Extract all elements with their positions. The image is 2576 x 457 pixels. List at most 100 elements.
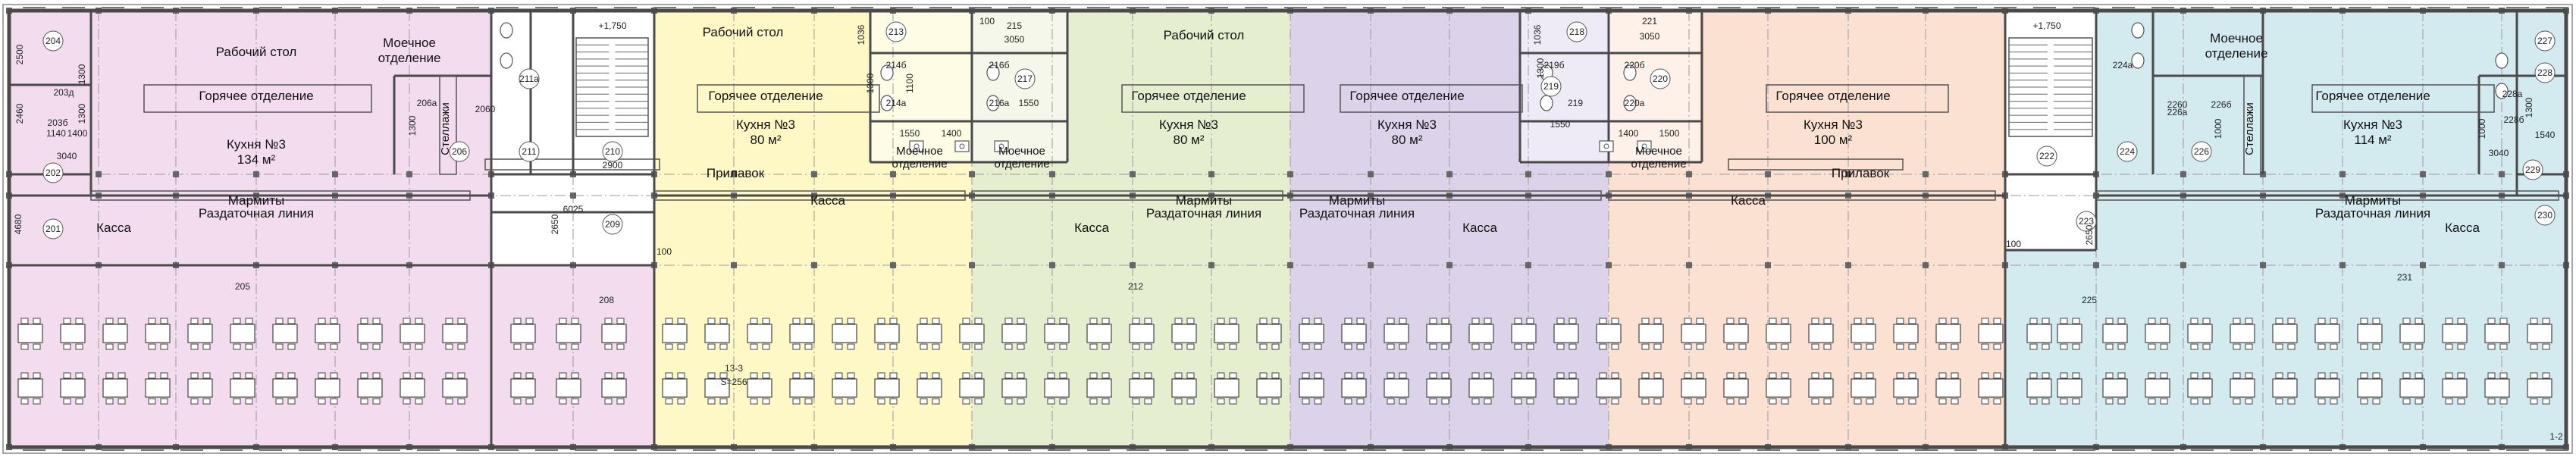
chair [1568, 318, 1577, 324]
chair [762, 372, 770, 379]
chair [287, 372, 296, 379]
chair [1302, 398, 1310, 405]
chair [1344, 398, 1352, 405]
chair [1387, 398, 1395, 405]
work-table [1766, 84, 1949, 113]
dining-table [1978, 324, 2004, 343]
column [890, 171, 896, 177]
toilet [1540, 95, 1553, 111]
chair [1556, 318, 1565, 324]
room-label: Прилавок [1832, 166, 1890, 180]
toilet [1623, 95, 1637, 111]
chair [2275, 398, 2283, 405]
room-label: 114 м² [2354, 133, 2392, 147]
chair [1896, 343, 1904, 350]
chair [403, 343, 411, 350]
chair [233, 372, 241, 379]
chair [1047, 318, 1055, 324]
dining-table [1723, 378, 1749, 398]
chair [1302, 372, 1310, 379]
chair [2072, 398, 2080, 405]
dining-table [17, 324, 43, 343]
room-label: отделение [994, 158, 1049, 171]
column [1049, 262, 1055, 268]
dining-table [959, 378, 985, 398]
chair [330, 318, 338, 324]
dining-table [2230, 378, 2255, 398]
dining-table [1299, 324, 1324, 343]
column [406, 171, 412, 177]
room-number-circle [519, 141, 540, 162]
chair [318, 372, 326, 379]
chair [1017, 343, 1025, 350]
dining-table [1256, 324, 1282, 343]
chair [2148, 318, 2156, 324]
room-label: Горячее отделение [1349, 89, 1464, 103]
chair [2445, 343, 2453, 350]
chair [1429, 398, 1437, 405]
column [890, 262, 896, 268]
dining-table [789, 324, 815, 343]
chair [804, 372, 813, 379]
chair [920, 318, 928, 324]
chair [1568, 372, 1577, 379]
room-number: 229 [2525, 164, 2540, 175]
room-number-circle [2522, 159, 2543, 180]
chair [2530, 372, 2538, 379]
dining-table [2484, 324, 2510, 343]
chair [559, 372, 567, 379]
dining-table [704, 378, 730, 398]
chair [665, 318, 673, 324]
chair [1471, 318, 1480, 324]
chair [1429, 343, 1437, 350]
dining-table [1129, 378, 1155, 398]
work-table [1728, 158, 1904, 171]
dining-table [959, 324, 985, 343]
dining-table [1511, 378, 1537, 398]
dining-table [704, 324, 730, 343]
chair [1089, 318, 1098, 324]
chair [525, 398, 534, 405]
chair [2275, 343, 2283, 350]
chair [2360, 372, 2368, 379]
chair [1854, 318, 1862, 324]
dining-table [442, 324, 468, 343]
room-label: 80 м² [751, 133, 782, 147]
chair [1641, 398, 1650, 405]
column [1606, 171, 1612, 177]
chair [1611, 398, 1619, 405]
chair [2160, 318, 2168, 324]
chair [2402, 372, 2411, 379]
dimension: 1140 [46, 128, 66, 139]
chair [877, 372, 885, 379]
room-label: отделение [2205, 46, 2268, 61]
chair [2148, 398, 2156, 405]
dining-table [1808, 324, 1834, 343]
chair [616, 343, 625, 350]
chair [1144, 318, 1152, 324]
chair [1769, 372, 1777, 379]
room-number: 210 [605, 146, 620, 157]
chair [616, 372, 625, 379]
chair [1696, 372, 1704, 379]
chair [1938, 318, 1947, 324]
column [2499, 262, 2505, 268]
chair [20, 398, 29, 405]
dining-table [1214, 378, 1239, 398]
chair [1951, 398, 1959, 405]
shelving [439, 75, 457, 175]
chair [1951, 318, 1959, 324]
chair [2415, 343, 2423, 350]
dining-table [1851, 378, 1876, 398]
chair [105, 372, 114, 379]
chair [190, 398, 199, 405]
chair [1387, 372, 1395, 379]
column [2420, 262, 2426, 268]
chair [1811, 318, 1819, 324]
chair [2148, 372, 2156, 379]
column [1606, 262, 1612, 268]
room-label: Касса [1462, 221, 1497, 235]
chair [1981, 398, 1989, 405]
dimension: 1036 [1532, 24, 1543, 45]
room-number: 202 [45, 167, 61, 178]
